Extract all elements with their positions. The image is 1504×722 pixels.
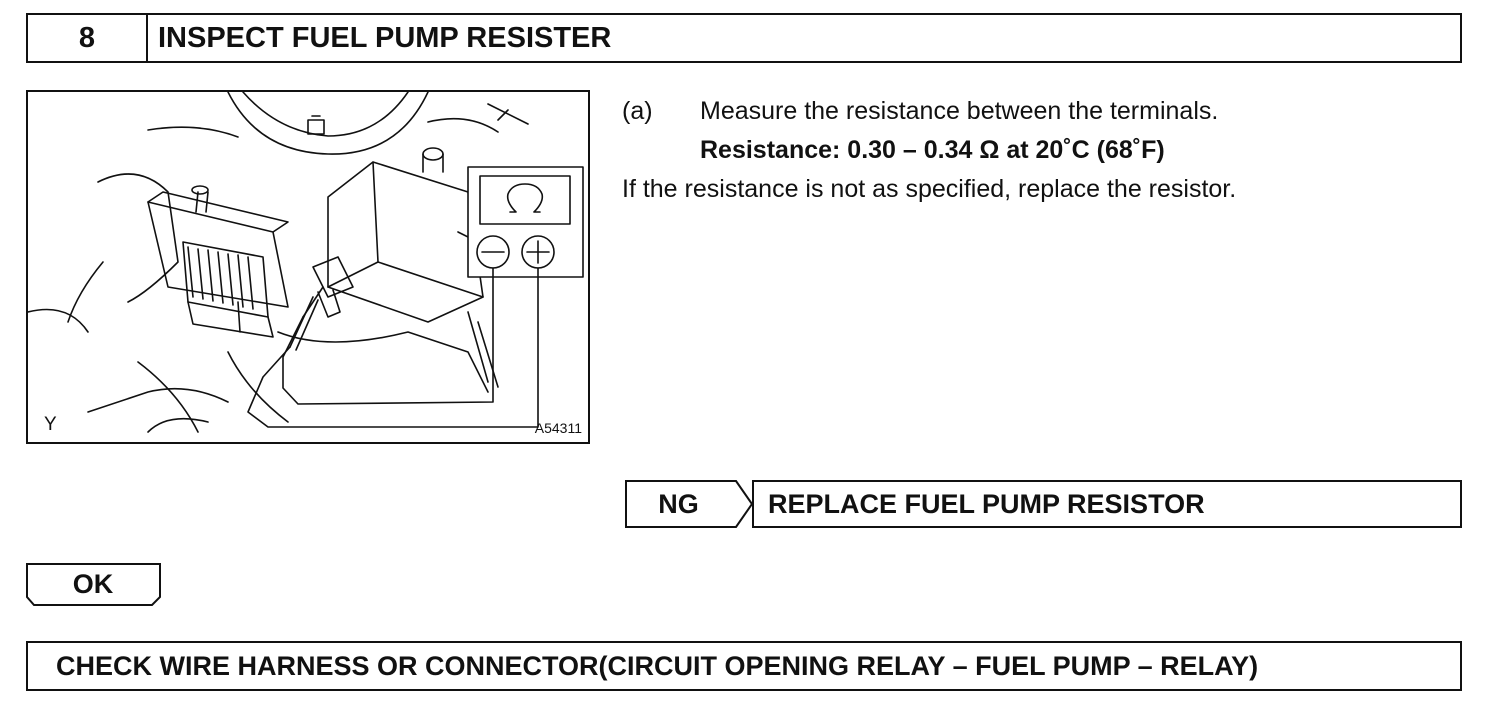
- figure-code: A54311: [534, 420, 582, 436]
- ng-arrow-icon: [728, 480, 754, 528]
- instruction-note: If the resistance is not as specified, r…: [622, 175, 1237, 203]
- step-title: INSPECT FUEL PUMP RESISTER: [158, 21, 612, 54]
- illustration-figure: Y A54311: [26, 90, 590, 444]
- ok-result-label: OK: [72, 568, 114, 599]
- figure-corner-label: Y: [44, 414, 57, 435]
- ng-result-tag: NG: [625, 480, 730, 528]
- step-header: 8 INSPECT FUEL PUMP RESISTER: [26, 13, 1462, 63]
- instruction-step: (a) Measure the resistance between the t…: [622, 92, 1472, 131]
- ohmmeter-probe-diagram-icon: [28, 92, 584, 433]
- instruction-step-label: (a): [622, 97, 653, 125]
- resistance-spec: Resistance: 0.30 – 0.34 Ω at 20˚C (68˚F): [700, 136, 1165, 164]
- instructions: (a) Measure the resistance between the t…: [622, 92, 1472, 209]
- instruction-step-text: Measure the resistance between the termi…: [700, 97, 1219, 125]
- ng-action-box: REPLACE FUEL PUMP RESISTOR: [752, 480, 1462, 528]
- step-number: 8: [28, 15, 148, 61]
- ok-tag-shape: [26, 563, 161, 606]
- next-step-box: CHECK WIRE HARNESS OR CONNECTOR(CIRCUIT …: [26, 641, 1462, 691]
